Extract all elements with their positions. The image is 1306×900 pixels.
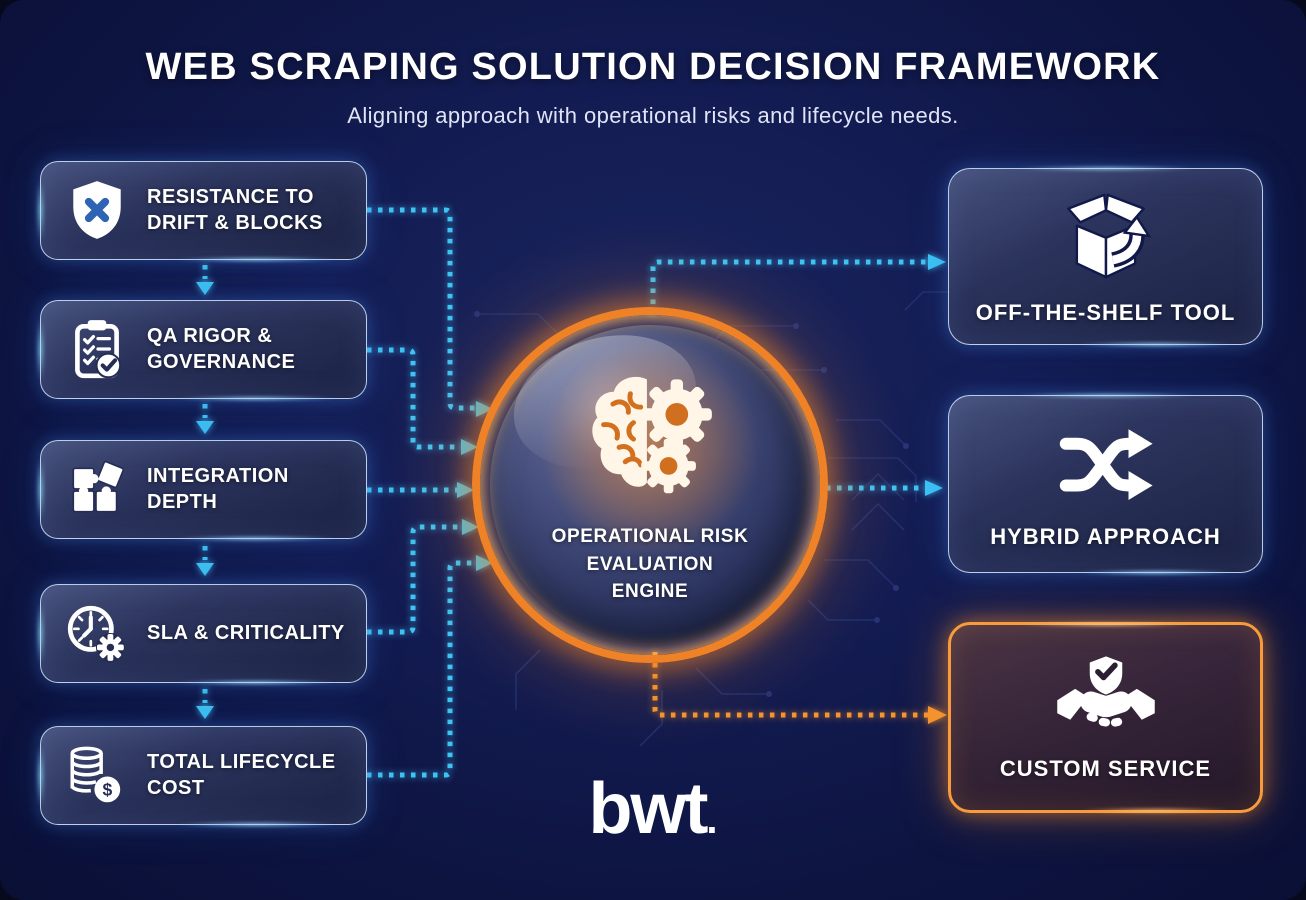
input-card-resistance: RESISTANCE TO DRIFT & BLOCKS (40, 161, 367, 260)
input-card-cost: $ TOTAL LIFECYCLE COST (40, 726, 367, 825)
shield-x-icon (61, 178, 133, 244)
engine-label: OPERATIONAL RISK EVALUATION ENGINE (490, 523, 810, 606)
outcome-card-hybrid: HYBRID APPROACH (948, 395, 1263, 573)
outcome-card-label: OFF-THE-SHELF TOOL (975, 299, 1236, 325)
outcome-card-label: CUSTOM SERVICE (999, 755, 1212, 781)
outcome-card-off-the-shelf: OFF-THE-SHELF TOOL (948, 168, 1263, 345)
clipboard-checklist-icon (61, 317, 133, 383)
handshake-shield-icon (1054, 654, 1158, 740)
shuffle-arrows-icon (1054, 418, 1158, 508)
input-card-label: RESISTANCE TO DRIFT & BLOCKS (147, 185, 323, 234)
input-card-label: INTEGRATION DEPTH (147, 464, 289, 513)
clock-gear-icon (61, 601, 133, 667)
brain-gears-icon (584, 369, 716, 501)
custom-service-connector (652, 652, 947, 724)
input-card-label: SLA & CRITICALITY (147, 621, 345, 644)
outcome-card-custom-service: CUSTOM SERVICE (948, 622, 1263, 813)
brand-logo-dot: . (706, 798, 718, 842)
coin-stack-dollar-icon: $ (61, 743, 133, 809)
engine-glow-ring (472, 307, 828, 663)
input-card-label: QA RIGOR & GOVERNANCE (147, 324, 296, 373)
puzzle-pieces-icon (61, 457, 133, 523)
input-card-sla: SLA & CRITICALITY (40, 584, 367, 683)
page-subtitle: Aligning approach with operational risks… (347, 103, 959, 128)
page-title: WEB SCRAPING SOLUTION DECISION FRAMEWORK (145, 46, 1161, 88)
engine-label-line1: OPERATIONAL RISK (551, 526, 749, 547)
outcome-card-label: HYBRID APPROACH (990, 524, 1221, 549)
brand-logo: bwt. (0, 768, 1306, 850)
header: WEB SCRAPING SOLUTION DECISION FRAMEWORK… (0, 46, 1306, 129)
engine-label-line2: EVALUATION (586, 553, 714, 575)
svg-text:$: $ (102, 779, 112, 799)
input-card-label: TOTAL LIFECYCLE COST (147, 750, 336, 799)
brand-logo-text: bwt (588, 769, 708, 849)
input-card-qa: QA RIGOR & GOVERNANCE (40, 300, 367, 399)
engine-node: OPERATIONAL RISK EVALUATION ENGINE (472, 307, 828, 663)
engine-label-line3: ENGINE (611, 581, 689, 603)
open-box-arrow-icon (1050, 188, 1162, 284)
input-card-integration: INTEGRATION DEPTH (40, 440, 367, 539)
